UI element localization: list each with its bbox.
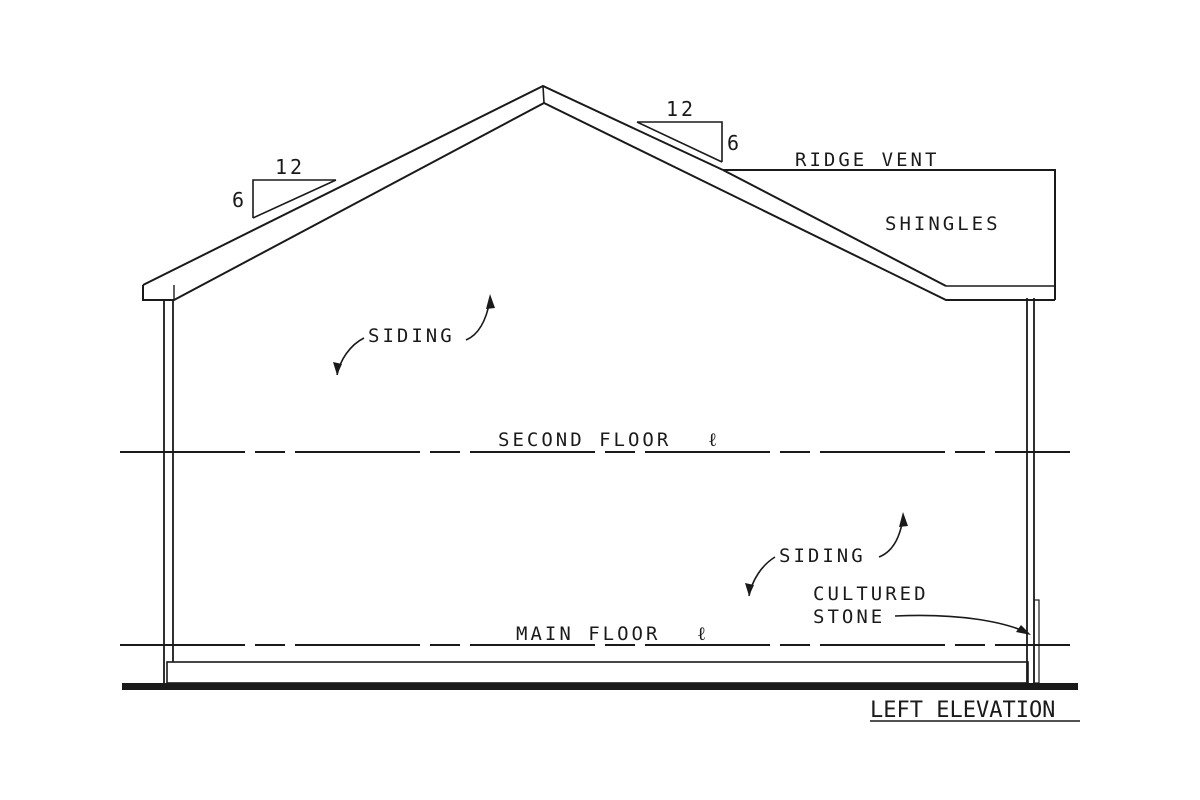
main-floor-label: MAIN FLOOR — [516, 623, 660, 645]
siding-upper-callout: SIDING — [333, 294, 495, 376]
rear-roof-plane — [722, 169, 1056, 300]
second-floor-centerline-icon: ℓ — [708, 429, 720, 451]
pitch-right-rise: 6 — [727, 131, 742, 155]
main-floor-level-line: MAIN FLOOR ℓ — [120, 623, 1070, 646]
gable-roof — [142, 84, 1055, 301]
roof-pitch-left-icon: 12 6 — [232, 155, 337, 219]
shingles-label: SHINGLES — [885, 213, 1001, 235]
drawing-title: LEFT ELEVATION — [870, 698, 1080, 723]
right-wall — [1026, 298, 1040, 684]
cultured-stone-label-line2: STONE — [813, 606, 885, 628]
cultured-stone-callout: CULTURED STONE — [813, 583, 1031, 635]
siding-lower-callout: SIDING — [745, 512, 908, 597]
main-floor-centerline-icon: ℓ — [697, 623, 709, 645]
cultured-stone-label-line1: CULTURED — [813, 583, 929, 605]
second-floor-level-line: SECOND FLOOR ℓ — [120, 429, 1070, 453]
siding-upper-label: SIDING — [368, 325, 455, 347]
ground-line — [122, 683, 1078, 690]
siding-lower-label: SIDING — [779, 545, 866, 567]
pitch-left-run: 12 — [275, 155, 305, 179]
ridge-vent-label: RIDGE VENT — [795, 149, 939, 171]
drawing-title-text: LEFT ELEVATION — [870, 698, 1055, 723]
pitch-left-rise: 6 — [232, 188, 247, 212]
foundation-band — [166, 661, 1029, 684]
roof-pitch-right-icon: 12 6 — [636, 97, 742, 163]
pitch-right-run: 12 — [666, 97, 696, 121]
left-wall — [163, 300, 174, 683]
second-floor-label: SECOND FLOOR — [498, 429, 671, 451]
